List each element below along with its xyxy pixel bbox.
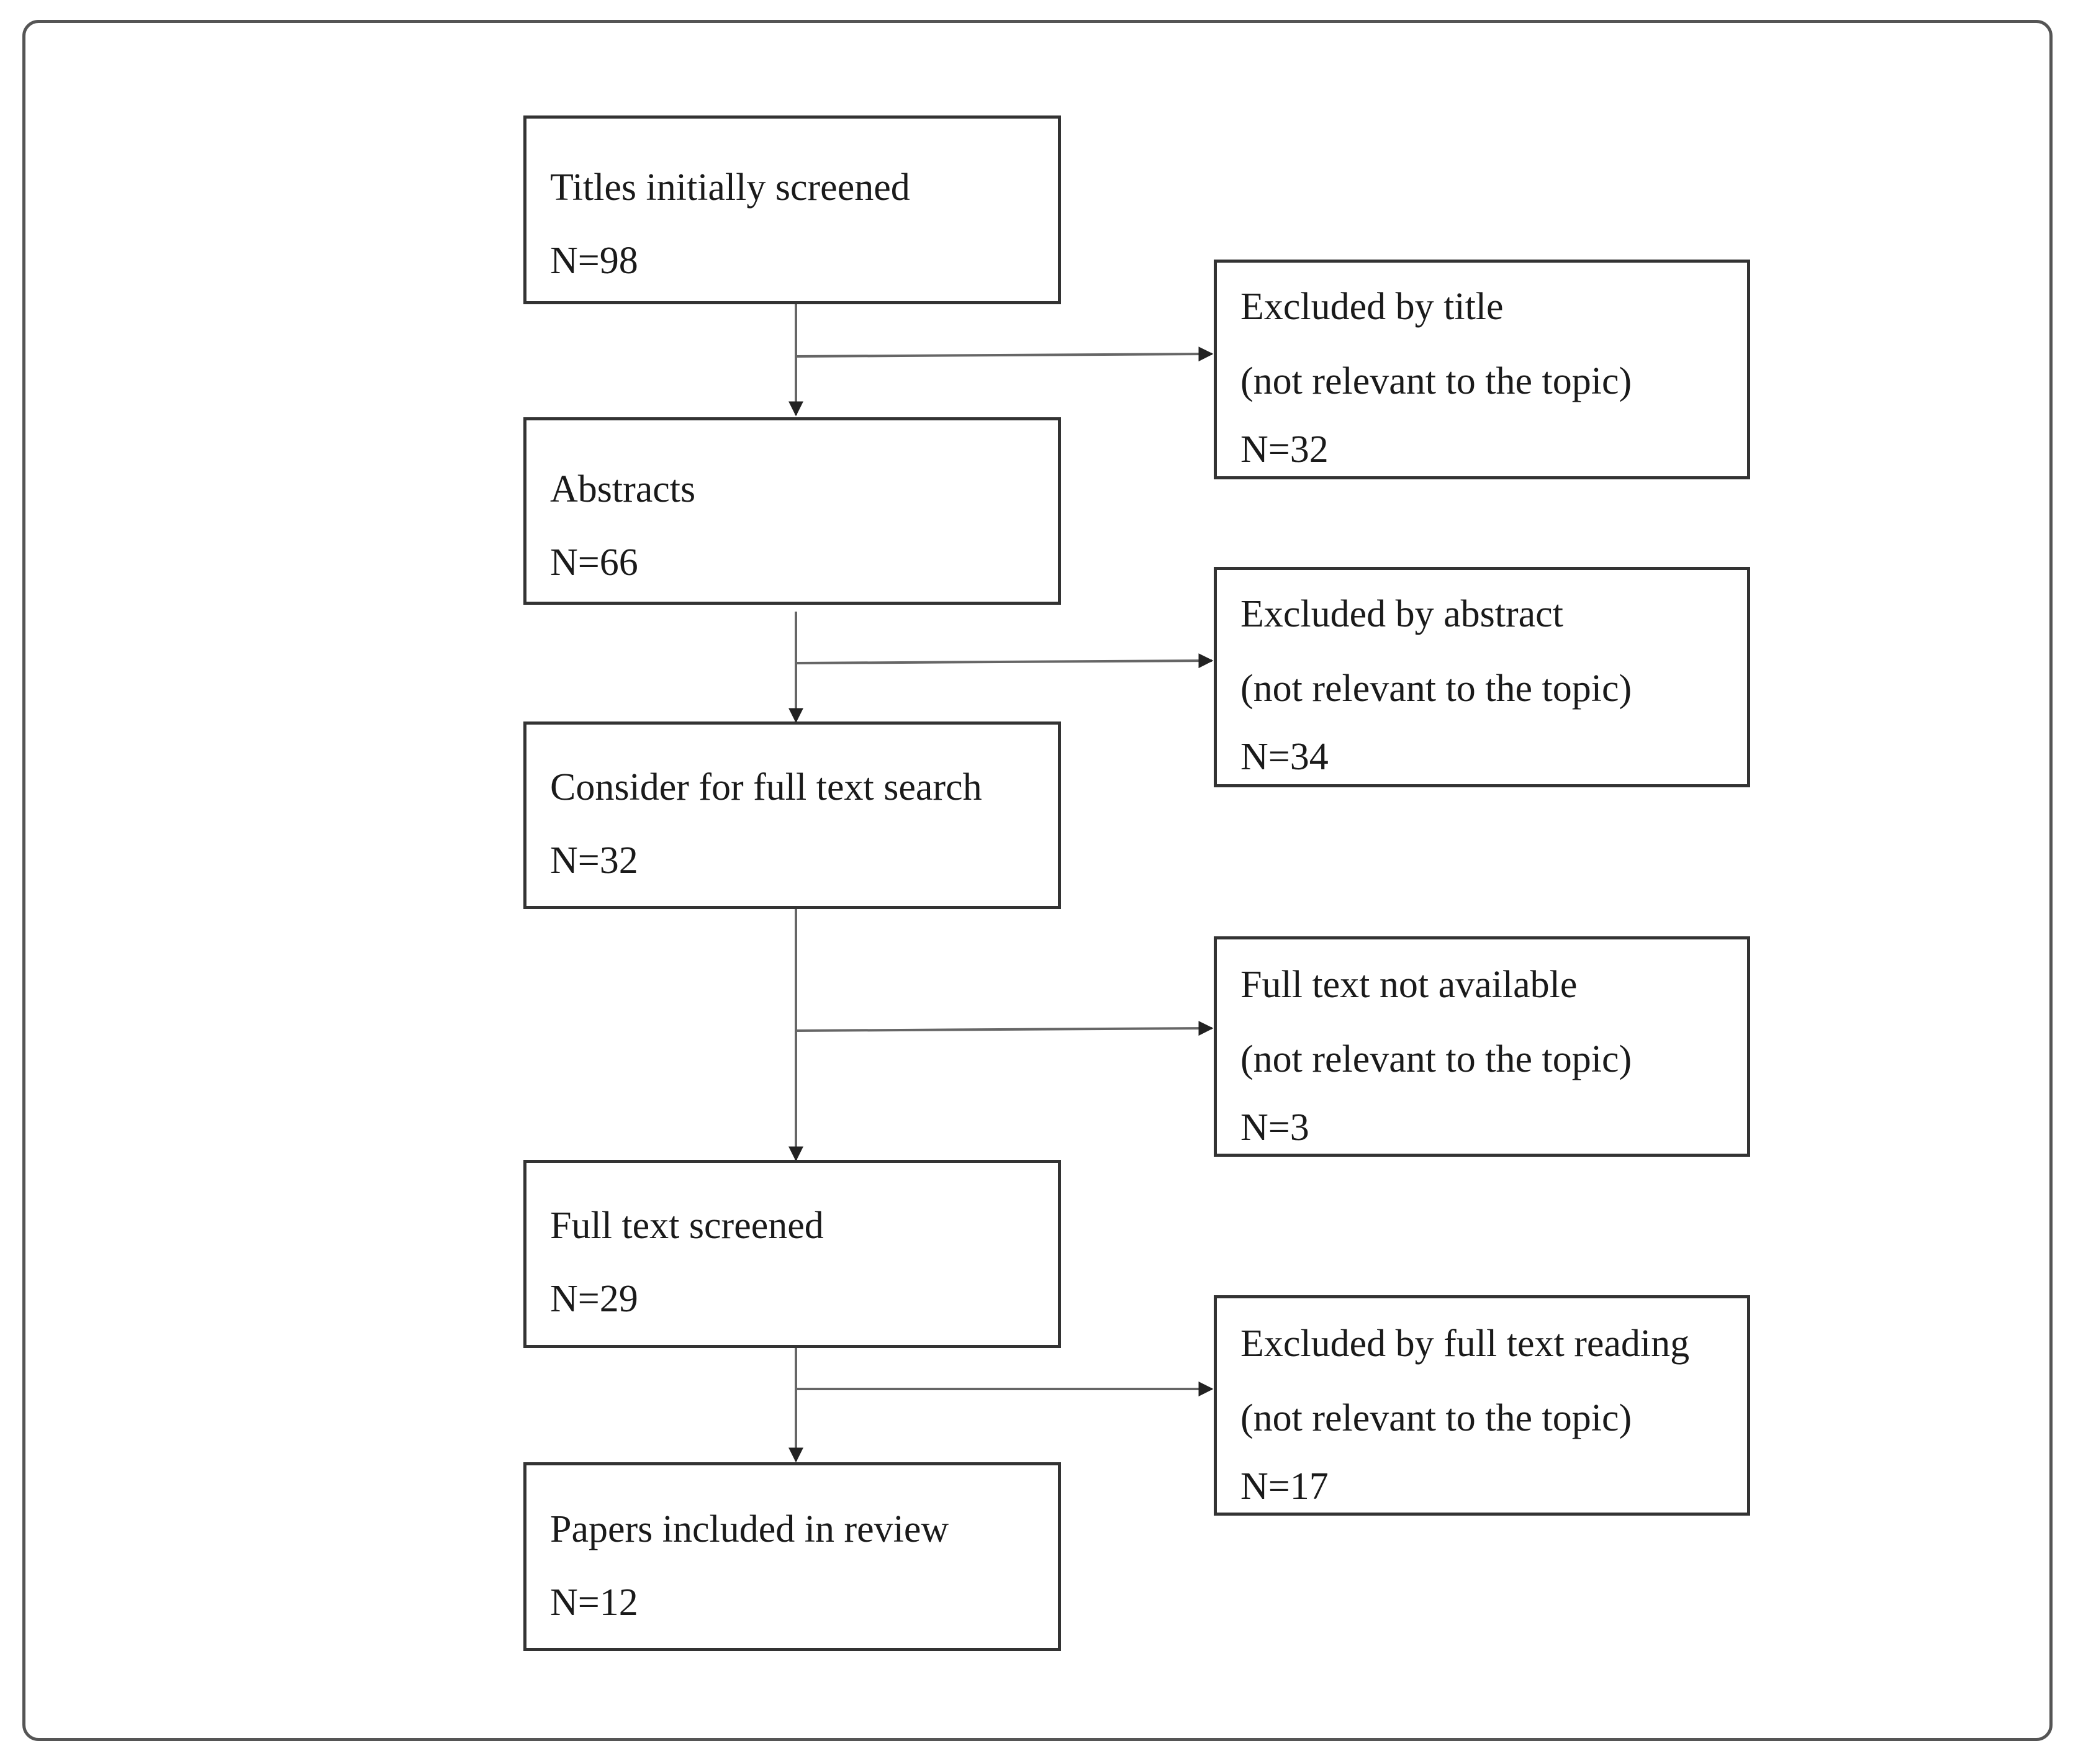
step-abstracts-box: Abstracts N=66 bbox=[523, 417, 1061, 605]
exclusion-title-box: Excluded by title (not relevant to the t… bbox=[1214, 260, 1750, 479]
exclusion-reason: (not relevant to the topic) bbox=[1240, 667, 1632, 710]
exclusion-count: N=3 bbox=[1240, 1106, 1309, 1149]
exclusion-reason: (not relevant to the topic) bbox=[1240, 360, 1632, 402]
exclusion-label: Excluded by title bbox=[1240, 286, 1504, 328]
step-label: Consider for full text search bbox=[550, 766, 982, 808]
exclusion-abstract-box: Excluded by abstract (not relevant to th… bbox=[1214, 567, 1750, 787]
exclusion-not-available-box: Full text not available (not relevant to… bbox=[1214, 936, 1750, 1157]
step-papers-included-box: Papers included in review N=12 bbox=[523, 1462, 1061, 1651]
step-count: N=98 bbox=[550, 240, 638, 282]
step-label: Titles initially screened bbox=[550, 166, 910, 209]
exclusion-reason: (not relevant to the topic) bbox=[1240, 1038, 1632, 1080]
step-full-text-screened-box: Full text screened N=29 bbox=[523, 1160, 1061, 1348]
exclusion-reason: (not relevant to the topic) bbox=[1240, 1397, 1632, 1439]
step-count: N=12 bbox=[550, 1581, 638, 1624]
step-titles-screened-box: Titles initially screened N=98 bbox=[523, 115, 1061, 304]
exclusion-label: Excluded by abstract bbox=[1240, 593, 1563, 635]
step-full-text-search-box: Consider for full text search N=32 bbox=[523, 721, 1061, 909]
exclusion-count: N=32 bbox=[1240, 428, 1329, 471]
step-count: N=29 bbox=[550, 1278, 638, 1320]
exclusion-label: Full text not available bbox=[1240, 964, 1578, 1006]
exclusion-label: Excluded by full text reading bbox=[1240, 1323, 1690, 1365]
step-label: Papers included in review bbox=[550, 1508, 949, 1550]
exclusion-full-text-box: Excluded by full text reading (not relev… bbox=[1214, 1295, 1750, 1516]
step-label: Full text screened bbox=[550, 1205, 824, 1247]
step-label: Abstracts bbox=[550, 468, 696, 510]
step-count: N=32 bbox=[550, 839, 638, 882]
exclusion-count: N=34 bbox=[1240, 736, 1329, 778]
step-count: N=66 bbox=[550, 541, 638, 584]
exclusion-count: N=17 bbox=[1240, 1465, 1329, 1508]
